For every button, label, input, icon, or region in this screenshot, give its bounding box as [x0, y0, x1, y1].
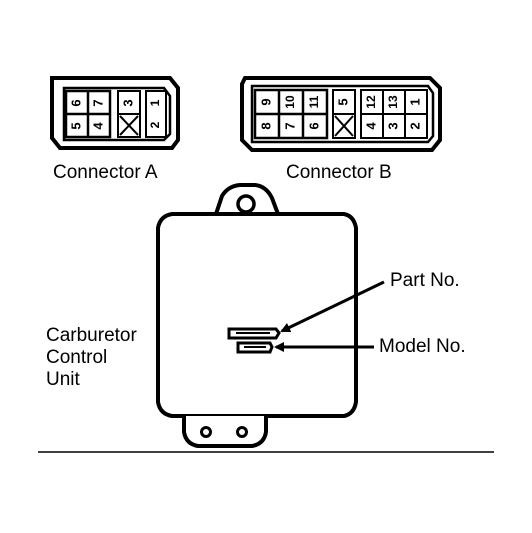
connector-a-right-block — [145, 90, 167, 138]
connector-b-pin-7: 7 — [282, 122, 297, 129]
connector-b-pin-8: 8 — [258, 122, 273, 129]
connector-b-blank-pin — [332, 89, 356, 139]
bottom-mounting-hole-right — [236, 426, 248, 438]
unit-housing — [156, 212, 358, 418]
bottom-mounting-tab — [182, 416, 268, 448]
connector-b-pin-1: 1 — [407, 98, 422, 105]
connector-b-pin-face — [250, 84, 435, 144]
part-no-label: Part No. — [390, 270, 460, 291]
connector-a-blank-pin — [117, 90, 141, 138]
connector-b-housing — [240, 76, 442, 152]
connector-b-pin-2: 2 — [407, 122, 422, 129]
connector-a-housing — [50, 76, 180, 150]
connector-b-pin-11: 11 — [307, 95, 321, 108]
bottom-mounting-hole-left — [200, 426, 212, 438]
connector-a-pin-5: 5 — [68, 122, 83, 129]
connector-b-label: Connector B — [286, 162, 392, 183]
control-unit — [156, 183, 358, 448]
connector-b-left-block — [253, 88, 329, 140]
unit-name-line-3: Unit — [46, 369, 80, 390]
connector-b-pin-9: 9 — [258, 98, 273, 105]
connector-a-pin-4: 4 — [90, 122, 105, 130]
connector-a-pin-6: 6 — [68, 99, 83, 106]
connector-a-pin-2: 2 — [148, 121, 162, 128]
top-mounting-tab — [214, 183, 280, 215]
part-no-arrow — [280, 280, 385, 333]
connector-b-pin-4: 4 — [363, 122, 378, 130]
unit-name-line-1: Carburetor — [46, 325, 137, 346]
connector-a-left-block — [64, 89, 112, 139]
connector-a: 6 5 7 4 3 1 2 — [50, 76, 180, 150]
connector-a-pin-1: 1 — [148, 99, 162, 106]
connector-a-pin-face — [62, 86, 172, 142]
connector-b-right-block — [360, 89, 428, 139]
connector-b-pin-13: 13 — [386, 95, 400, 109]
connector-a-label: Connector A — [53, 162, 158, 183]
connector-a-pin-3: 3 — [120, 99, 135, 106]
connector-b-pin-6: 6 — [306, 122, 321, 129]
connector-a-pin-7: 7 — [90, 99, 105, 106]
connector-b-pin-10: 10 — [283, 95, 297, 109]
model-no-label: Model No. — [379, 336, 466, 357]
connector-b: 9 8 10 7 11 6 5 12 4 13 3 1 2 — [240, 76, 442, 152]
connector-b-pin-3: 3 — [385, 122, 400, 129]
connector-b-pin-12: 12 — [364, 95, 378, 109]
connector-b-pin-5: 5 — [335, 98, 350, 105]
unit-name-line-2: Control — [46, 347, 108, 368]
